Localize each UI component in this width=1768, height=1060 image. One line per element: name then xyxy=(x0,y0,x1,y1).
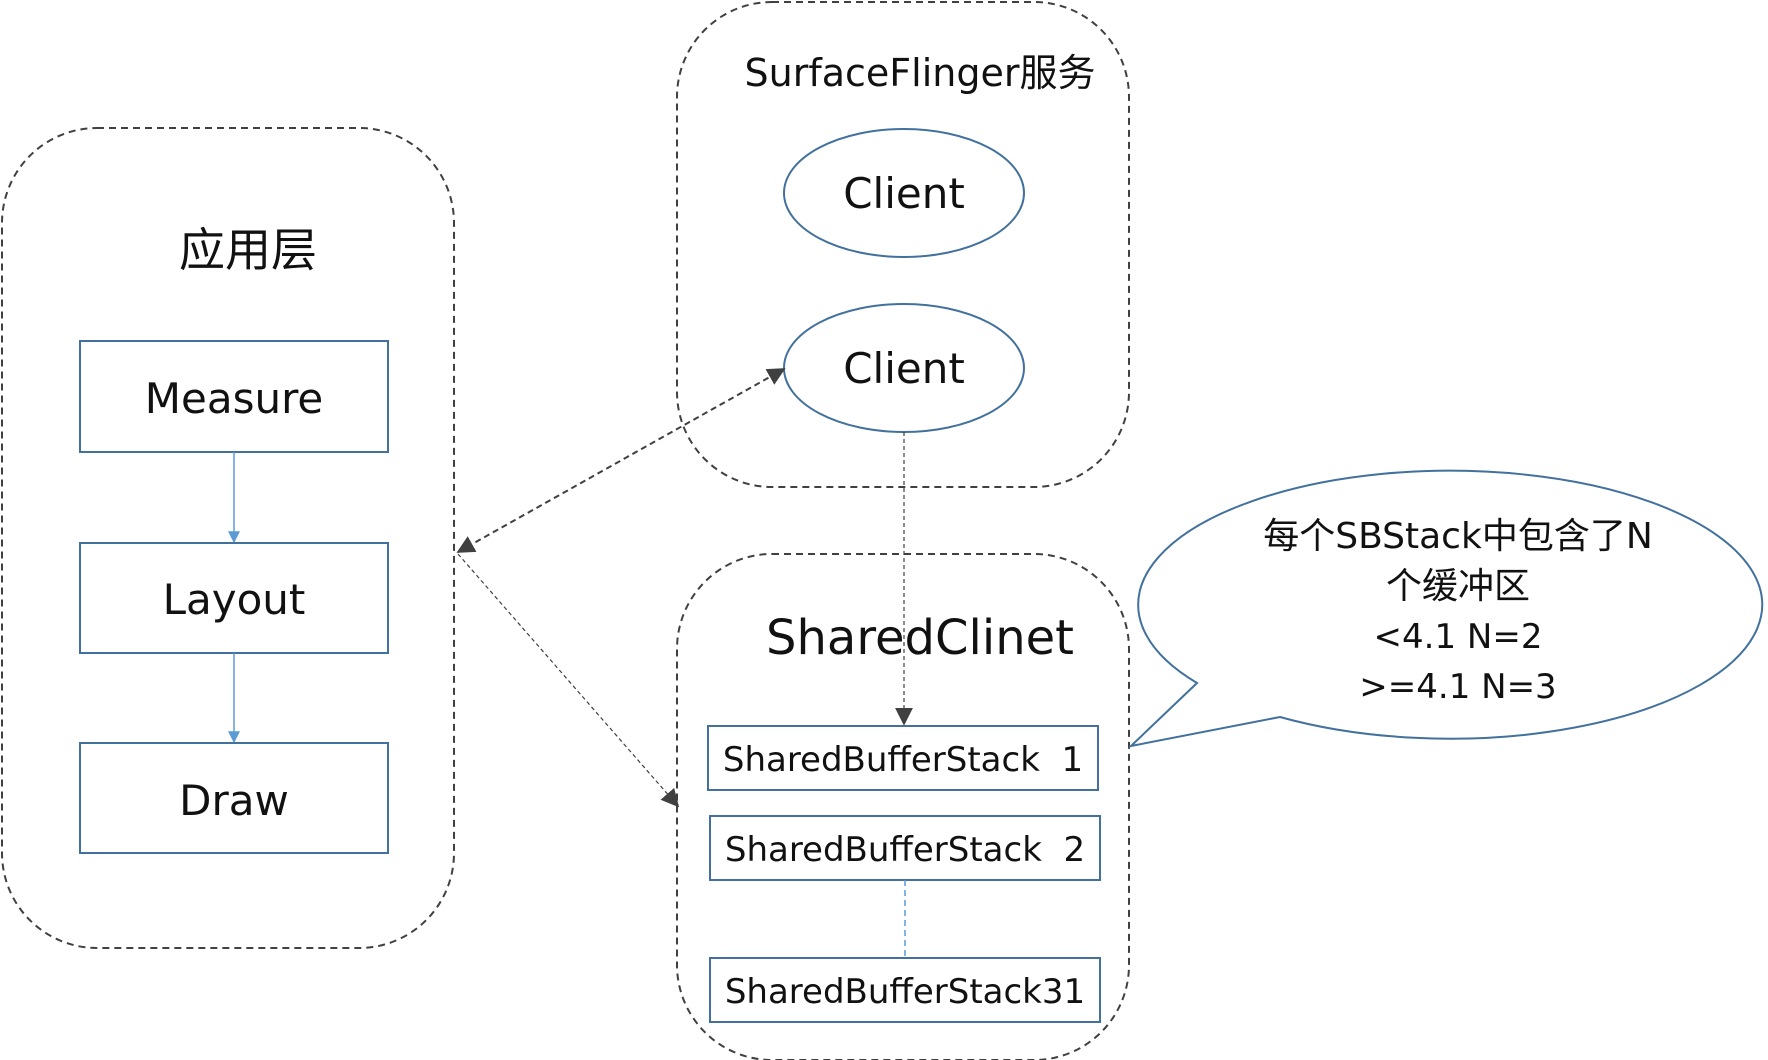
layout-label: Layout xyxy=(163,575,306,624)
shared-buffer-stack-31-label: SharedBufferStack31 xyxy=(725,972,1085,1012)
surfaceflinger-title: SurfaceFlinger服务 xyxy=(745,51,1096,95)
surfaceflinger-group: SurfaceFlinger服务 Client Client xyxy=(676,1,1130,488)
client-label-2: Client xyxy=(843,344,965,393)
app-to-shared-buffer-arrow xyxy=(457,553,680,808)
app-layer-title: 应用层 xyxy=(179,223,317,277)
client-label-1: Client xyxy=(843,169,965,218)
shared-buffer-stack-1-box xyxy=(707,725,1099,791)
shared-buffer-stack-1-label: SharedBufferStack 1 xyxy=(723,740,1083,780)
draw-label: Draw xyxy=(179,776,289,825)
app-layer-group: 应用层 Measure Layout Draw xyxy=(1,127,455,949)
shared-buffer-stack-31-box xyxy=(709,957,1101,1023)
buffer-count-callout: 每个SBStack中包含了N 个缓冲区 <4.1 N=2 >=4.1 N=3 xyxy=(1127,469,1764,748)
client-ellipse-1 xyxy=(783,128,1025,258)
measure-label: Measure xyxy=(145,374,324,423)
shared-client-group: SharedClinet SharedBufferStack 1 SharedB… xyxy=(676,553,1130,1060)
measure-box xyxy=(79,340,389,453)
shared-buffer-stack-2-box xyxy=(709,815,1101,881)
callout-line-4: >=4.1 N=3 xyxy=(1359,667,1556,707)
app-layer-container xyxy=(1,127,455,949)
surfaceflinger-container xyxy=(676,1,1130,488)
callout-bubble xyxy=(1127,469,1764,748)
app-client-bidirectional-arrow xyxy=(456,368,786,553)
callout-line-3: <4.1 N=2 xyxy=(1374,617,1543,657)
callout-line-1: 每个SBStack中包含了N xyxy=(1263,516,1653,557)
draw-box xyxy=(79,742,389,854)
shared-buffer-stack-2-label: SharedBufferStack 2 xyxy=(725,830,1085,870)
callout-line-2: 个缓冲区 xyxy=(1386,566,1530,607)
shared-client-title: SharedClinet xyxy=(766,610,1074,666)
